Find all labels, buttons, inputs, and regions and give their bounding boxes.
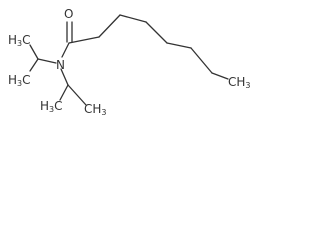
- bond-chain-1: [68, 36, 100, 44]
- bond-nitrogen-left-ch: [37, 58, 57, 64]
- bond-chain-3: [119, 14, 147, 23]
- bond-chain-4: [145, 21, 168, 44]
- bond-chain-2: [98, 14, 121, 38]
- bond-lower-ch-left: [59, 84, 69, 101]
- atom-nitrogen: N: [56, 58, 65, 72]
- methyl-chain-end: CH3: [228, 75, 251, 90]
- bond-carbonyl-nitrogen: [61, 42, 70, 58]
- bond-nitrogen-lower-ch: [60, 68, 69, 86]
- bond-chain-6: [190, 47, 213, 74]
- bond-chain-5: [166, 42, 192, 49]
- methyl-bottom-right: CH3: [84, 102, 107, 117]
- atom-labels: O N H3C H3C H3C CH3 CH3: [8, 7, 251, 117]
- methyl-mid-left: H3C: [8, 73, 31, 88]
- bond-lower-ch-right: [67, 84, 87, 106]
- atom-oxygen: O: [64, 7, 73, 21]
- bonds: [29, 14, 229, 106]
- bond-chain-7: [211, 72, 229, 80]
- bond-left-ch-top: [29, 44, 39, 60]
- bond-left-ch-bottom: [29, 58, 39, 72]
- methyl-bottom-left: H3C: [40, 99, 63, 114]
- molecule-structure: O N H3C H3C H3C CH3 CH3: [8, 7, 251, 117]
- methyl-top-left: H3C: [8, 33, 31, 48]
